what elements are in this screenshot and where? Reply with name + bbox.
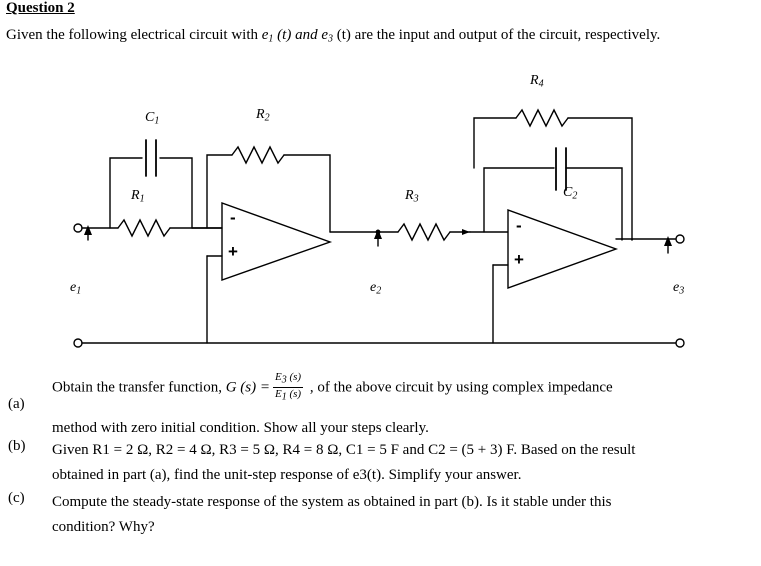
c1-right-lead [159,157,193,229]
part-b-tag: (b) [8,438,26,454]
node-e2 [375,229,381,235]
c2-right-lead [565,167,623,241]
output-terminal-bottom [675,338,685,348]
intro-e3: e [321,27,329,43]
r4-right-lead [567,117,633,241]
circuit-diagram: C1 R2 R1 R4 C2 R3 e1 e2 e3 - + - + [0,73,761,360]
part-b-line2: obtained in part (a), find the unit-step… [52,467,522,483]
resistor-r4-label: R4 [530,73,544,90]
part-b-line1: Given R1 = 2 Ω, R2 = 4 Ω, R3 = 5 Ω, R4 =… [52,442,636,458]
resistor-r2-label: R2 [256,107,270,124]
intro-text-2: (t) and [273,27,322,43]
opamp-1 [221,202,333,281]
capacitor-c2-label: C2 [563,185,578,202]
circuit-svg [73,108,685,348]
intro-text-1: Given the following electrical circuit w… [6,27,262,43]
resistor-r3-label: R3 [405,188,419,205]
intro-text-3: (t) are the input and output of the circ… [333,27,661,43]
r2-right-lead [283,154,331,233]
frac-den-sub: 1 [281,391,287,402]
r4-left-lead [473,117,517,169]
c1-left-lead [109,157,143,229]
part-a-gs: G (s) = [225,379,270,396]
voltage-e2-label: e2 [370,280,382,297]
frac-den-s: (s) [286,387,302,400]
opamp1-noninverting-sign: + [228,242,238,261]
transfer-function-fraction: E3 (s)E1 (s) [273,371,304,403]
e3-arrow [664,236,672,246]
part-a: (a) Obtain the transfer function, G (s) … [0,371,761,436]
r2-left-lead [206,154,233,229]
part-c: (c) Compute the steady-state response of… [0,490,761,540]
input-terminal-bottom [73,338,83,348]
part-a-tag: (a) [8,396,25,412]
frac-num-sub: 3 [281,374,287,386]
opamp2-noninverting-sign: + [514,250,524,269]
opamp-2 [507,209,619,289]
c2-left-lead [483,167,555,233]
part-c-line2: condition? Why? [52,519,155,535]
resistor-r4 [515,108,569,128]
page-title: Question 2 [6,0,75,16]
part-c-line1: Compute the steady-state response of the… [52,494,612,510]
part-a-line2: method with zero initial condition. Show… [52,420,429,436]
r3-arrow [462,229,470,235]
part-b: (b) Given R1 = 2 Ω, R2 = 4 Ω, R3 = 5 Ω, … [0,438,761,488]
resistor-r3 [397,222,451,242]
part-c-body: Compute the steady-state response of the… [52,490,761,540]
part-a-line1-pre: Obtain the transfer function, [52,379,226,396]
intro-e1-sub: 1 [268,33,274,45]
resistor-r2 [231,145,285,165]
intro-e1: e [261,27,269,43]
resistor-r1-label: R1 [131,188,145,205]
opamp2-inverting-sign: - [516,216,522,235]
part-a-line1-post: , of the above circuit by using complex … [306,379,613,396]
opamp1-inverting-sign: - [230,208,236,227]
frac-num-E: E [275,371,282,383]
part-b-body: Given R1 = 2 Ω, R2 = 4 Ω, R3 = 5 Ω, R4 =… [52,438,761,488]
question-intro: Given the following electrical circuit w… [6,23,754,52]
capacitor-c1-label: C1 [145,110,160,127]
part-c-tag: (c) [8,490,25,506]
voltage-e3-label: e3 [673,280,685,297]
frac-den-E: E [275,387,282,400]
question-parts: (a) Obtain the transfer function, G (s) … [0,371,761,540]
frac-num-s: (s) [286,371,302,383]
intro-e3-sub: 3 [328,33,334,45]
resistor-r1 [117,218,171,238]
e1-arrow [84,225,92,235]
part-a-body: Obtain the transfer function, G (s) =E3 … [52,371,761,436]
output-terminal-top [675,234,685,244]
input-terminal-top [73,223,83,233]
voltage-e1-label: e1 [70,280,82,297]
